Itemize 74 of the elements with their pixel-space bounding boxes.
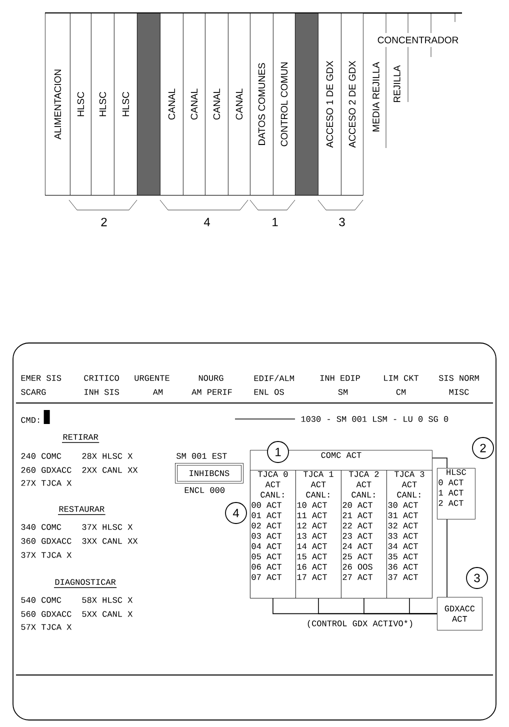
screen-text: 260 GDXACC	[21, 467, 72, 473]
status-box: SM 001 EST INHIBCNS ENCL 000	[175, 453, 244, 493]
screen-text: ENL OS	[254, 389, 284, 395]
screen-text: 360 GDXACC	[21, 538, 72, 544]
screen-text: SCARG	[21, 389, 46, 395]
screen-text: LIM CKT	[384, 375, 419, 381]
screen-text: EDIF/ALM	[254, 374, 294, 382]
card-slot: CANAL	[160, 13, 184, 196]
node-label: ENCL 000	[184, 487, 224, 493]
screen-text: CRITICO	[84, 375, 119, 381]
screen-text: MISC	[449, 389, 469, 395]
screen-text: SM	[338, 389, 348, 395]
screen-text: 240 COMC	[21, 453, 62, 459]
connector-line	[432, 458, 448, 468]
part-label: MEDIA REJILLA	[372, 62, 380, 132]
card-slot: ACCESO 2 DE GDX	[341, 13, 364, 196]
screen-text: INH SIS	[84, 389, 119, 395]
circled-number: 4	[225, 502, 247, 524]
part-label: REJILLA	[394, 65, 400, 102]
screen-text: 560 GDXACC	[21, 611, 72, 617]
section-heading: DIAGNOSTICAR	[54, 579, 117, 588]
screen-text: 540 COMC	[21, 597, 62, 603]
status-column: HLSC 0 ACT 1 ACT 2 ACT	[437, 468, 476, 520]
card-slot: CANAL	[183, 13, 206, 196]
card-slot: CANAL	[205, 13, 228, 196]
circled-number: 1	[267, 441, 289, 463]
screen-text: 37X TJCA X	[21, 552, 72, 558]
screen-text: 58X HLSC X	[82, 597, 133, 603]
screen-text: (CONTROL GDX ACTIVO*)	[308, 620, 412, 628]
part-label: CONCENTRADOR	[378, 36, 458, 44]
connector-line	[446, 519, 448, 598]
screen-text: 1030 - SM 001 LSM - LU 0 SG 0	[301, 416, 448, 422]
screen-text: AM PERIF	[192, 389, 232, 395]
group-number: 4	[204, 218, 210, 226]
screen-text: 57X TJCA X	[21, 624, 72, 630]
circled-number: 3	[466, 567, 488, 589]
connector-line	[409, 598, 438, 614]
blank-slot	[137, 13, 160, 196]
screen-text: CMD:	[21, 417, 40, 423]
section-heading: RETIRAR	[62, 434, 100, 443]
screen-text: EMER SIS	[21, 375, 62, 381]
screen-text: 340 COMC	[21, 524, 62, 530]
screen-text: CM	[396, 389, 406, 395]
blank-slot	[295, 13, 318, 196]
status-column: TJCA 1 ACT CANL: 10 ACT 11 ACT 12 ACT 13 ACT 14 ACT 15 ACT 16 ACT 17 ACT	[296, 470, 342, 598]
node-label: SM 001 EST	[176, 453, 227, 459]
screen-text: 2XX CANL XX	[82, 467, 138, 473]
screen-text: 28X HLSC X	[82, 453, 133, 459]
card-slot: ALIMENTACION	[45, 13, 70, 196]
screen-text: SIS NORM	[438, 375, 479, 381]
card-slot: DATOS COMUNES	[250, 13, 274, 196]
card-slot: ACCESO 1 DE GDX	[318, 13, 342, 196]
card-slot: HLSC	[114, 13, 138, 196]
circled-number: 2	[472, 437, 494, 459]
screen-text: NOURG	[198, 375, 224, 381]
status-box: GDXACC ACT	[437, 597, 482, 630]
card-slot: CONTROL COMUN	[273, 13, 296, 196]
screen-text: URGENTE	[134, 375, 170, 381]
screen-text: 27X TJCA X	[21, 480, 72, 486]
card-slot: HLSC	[91, 13, 114, 196]
screen-text: 5XX CANL X	[82, 611, 133, 617]
group-number: 1	[272, 218, 278, 226]
screen-text: 3XX CANL XX	[82, 538, 138, 544]
screen-text: 37X HLSC X	[82, 524, 133, 530]
status-column: TJCA 0 ACT CANL: 00 ACT 01 ACT 02 ACT 03 ACT 04 ACT 05 ACT 06 ACT 07 ACT	[250, 470, 296, 598]
card-slot: HLSC	[70, 13, 92, 196]
group-number: 2	[101, 218, 107, 226]
card-slot: CANAL	[228, 13, 250, 196]
status-column: TJCA 2 ACT CANL: 20 ACT 21 ACT 22 ACT 23 ACT 24 ACT 25 ACT 26 OOS 27 ACT	[341, 470, 387, 598]
section-heading: RESTAURAR	[58, 506, 106, 515]
screen-text: AM	[152, 389, 163, 395]
group-number: 3	[339, 218, 345, 226]
status-column: TJCA 3 ACT CANL: 30 ACT 31 ACT 32 ACT 33 ACT 34 ACT 35 ACT 36 ACT 37 ACT	[386, 470, 432, 598]
screen-text: INH EDIP	[320, 375, 360, 381]
